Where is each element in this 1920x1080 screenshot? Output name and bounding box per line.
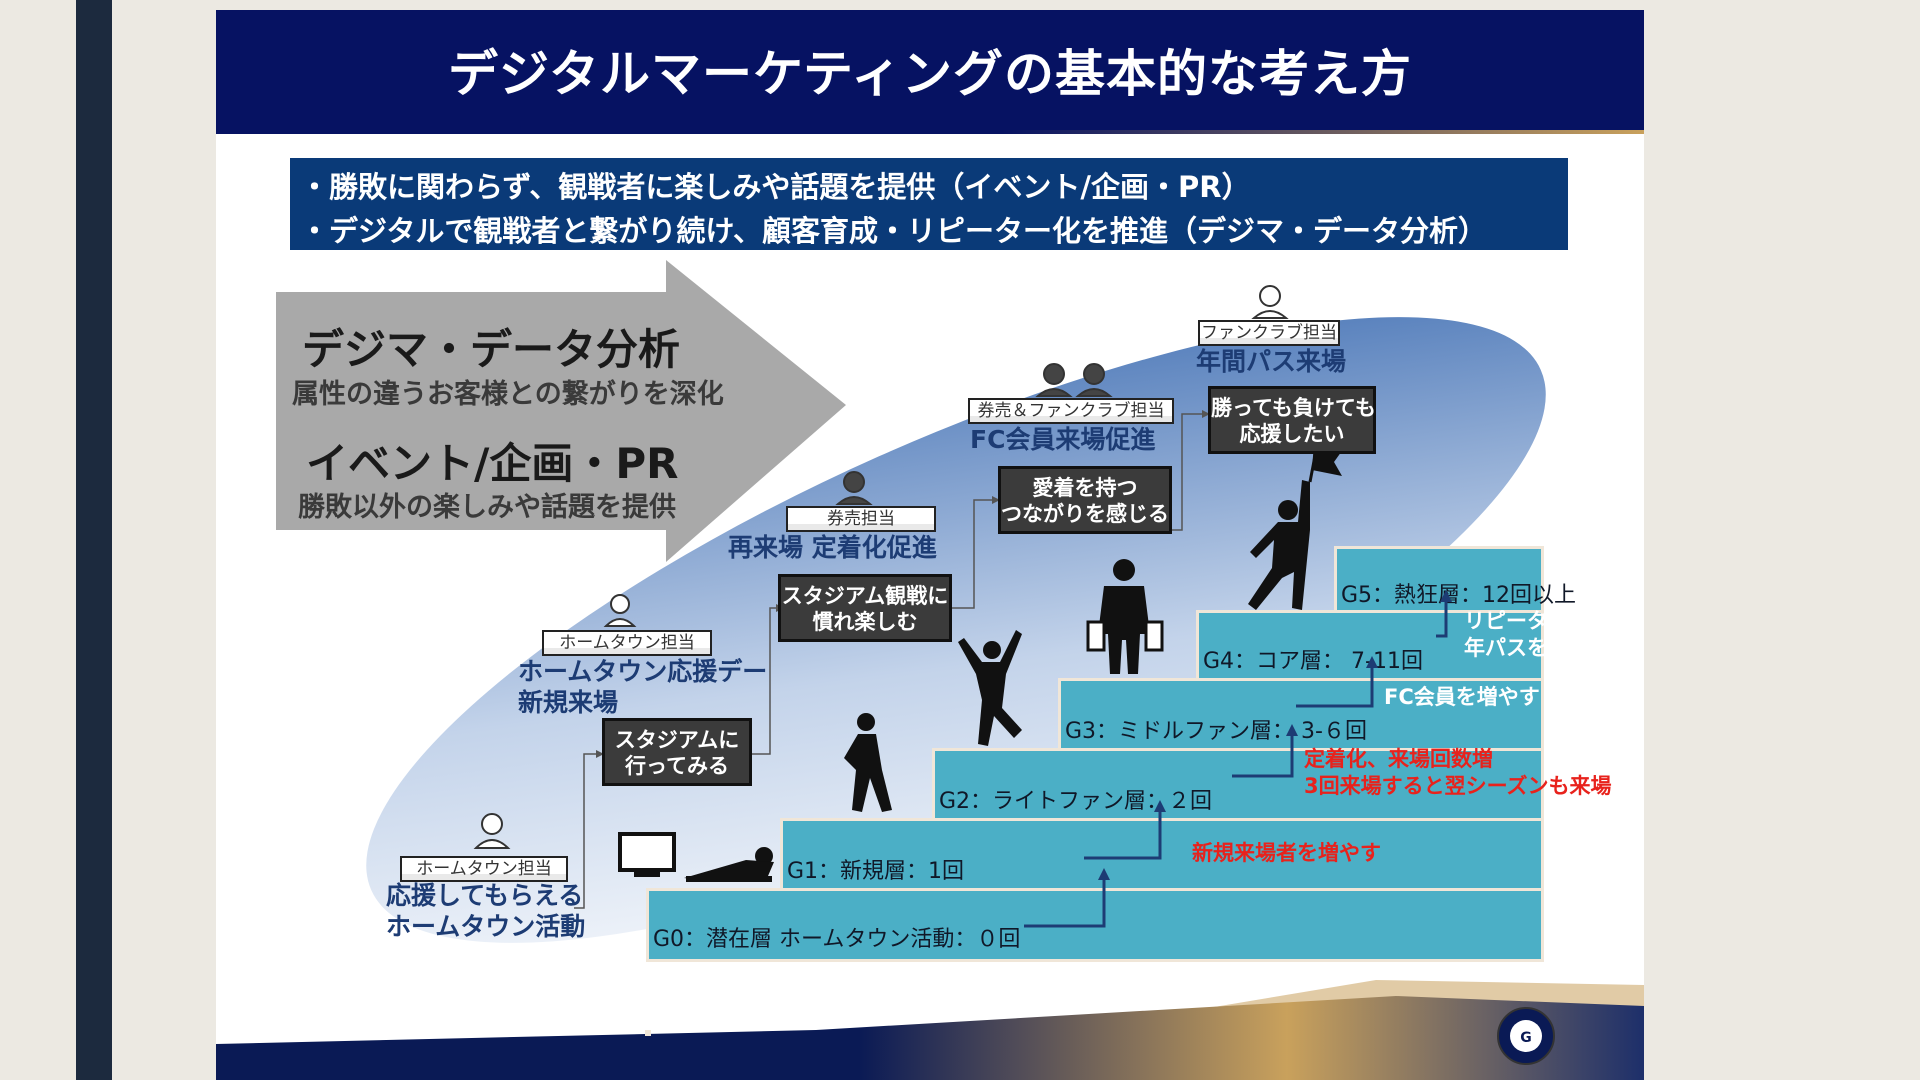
arrow-g0-g1 <box>1024 878 1106 928</box>
left-sidebar-bar <box>76 0 112 1080</box>
action-box-5: 勝っても負けても 応援したい <box>1208 386 1376 454</box>
title-underline <box>216 130 1644 134</box>
shopping-person-icon <box>1086 559 1164 674</box>
gray-big-arrow <box>276 260 846 562</box>
stage-title-3: 再来場 定着化促進 <box>728 533 937 562</box>
action-box-2: スタジアムに 行ってみる <box>602 718 752 786</box>
blue-ellipse <box>366 317 1546 943</box>
stage-title-4: FC会員来場促進 <box>970 425 1156 454</box>
arrow-sub-2: 勝敗以外の楽しみや話題を提供 <box>298 492 676 523</box>
action-box-4: 愛着を持つ つながりを感じる <box>998 466 1172 534</box>
role-tag-4: 券売＆ファンクラブ担当 <box>968 398 1174 424</box>
step-g2-label: G2：ライトファン層：２回 <box>939 789 1213 814</box>
step-g3-label: G3：ミドルファン層： 3-６回 <box>1065 719 1367 744</box>
stage-title-2: ホームタウン応援デー 新規来場 <box>518 657 768 717</box>
lying-person-icon <box>684 847 774 882</box>
summary-box: ・勝敗に関わらず、観戦者に楽しみや話題を提供（イベント/企画・PR） ・デジタル… <box>290 158 1568 250</box>
action-box-3: スタジアム観戦に 慣れ楽しむ <box>778 574 952 642</box>
step-g0: G0：潜在層 ホームタウン活動：０回 <box>646 888 1544 962</box>
svg-text:G: G <box>1520 1030 1532 1046</box>
step-g5-label: G5：熱狂層：12回以上 <box>1341 583 1577 608</box>
arrow-g3-g4 <box>1296 666 1374 708</box>
step-g4-label: G4：コア層： 7-11回 <box>1203 649 1423 674</box>
bottom-band-navy <box>216 996 1644 1080</box>
goal-g2: 定着化、来場回数増 3回来場すると翌シーズンも来場 <box>1304 747 1612 798</box>
bullet-1: ・勝敗に関わらず、観戦者に楽しみや話題を提供（イベント/企画・PR） <box>300 170 1251 204</box>
stage-title-5: 年間パス来場 <box>1196 347 1347 376</box>
arrow-g1-g2 <box>1084 810 1162 860</box>
arrow-g2-g3 <box>1232 734 1294 778</box>
title-bar: デジタルマーケティングの基本的な考え方 <box>216 10 1644 134</box>
step-g0-label: G0：潜在層 ホームタウン活動：０回 <box>653 927 1021 952</box>
goal-g3: FC会員を増やす <box>1384 685 1540 709</box>
flag-person-icon <box>1248 439 1344 610</box>
goal-g4: リピーター化 年パスを増やす <box>1464 609 1611 660</box>
background-graphics <box>216 260 1644 1080</box>
club-emblem-icon: G <box>1497 1007 1555 1065</box>
tv-icon <box>618 832 676 877</box>
arrow-g4-g5 <box>1436 600 1448 638</box>
walking-person-icon <box>844 713 892 812</box>
stage-title-1: 応援してもらえる ホームタウン活動 <box>386 881 586 941</box>
slide-title: デジタルマーケティングの基本的な考え方 <box>448 45 1412 103</box>
role-tag-3: 券売担当 <box>786 506 936 532</box>
cheering-person-icon <box>958 630 1022 746</box>
role-tag-5: ファンクラブ担当 <box>1198 320 1340 346</box>
slide: デジタルマーケティングの基本的な考え方 ・勝敗に関わらず、観戦者に楽しみや話題を… <box>216 10 1644 1080</box>
arrow-heading-2: イベント/企画・PR <box>306 439 679 488</box>
bullet-2: ・デジタルで観戦者と繋がり続け、顧客育成・リピーター化を推進（デジマ・データ分析… <box>300 214 1487 248</box>
goal-g1: 新規来場者を増やす <box>1192 841 1381 865</box>
arrow-sub-1: 属性の違うお客様との繋がりを深化 <box>292 379 724 410</box>
connectors-and-figures: G <box>473 285 1555 1065</box>
arrow-heading-1: デジマ・データ分析 <box>302 325 681 374</box>
role-tag-2: ホームタウン担当 <box>542 630 712 656</box>
role-tag-1: ホームタウン担当 <box>400 856 568 882</box>
step-g1-label: G1：新規層：1回 <box>787 859 965 884</box>
person-icon <box>473 285 1289 849</box>
